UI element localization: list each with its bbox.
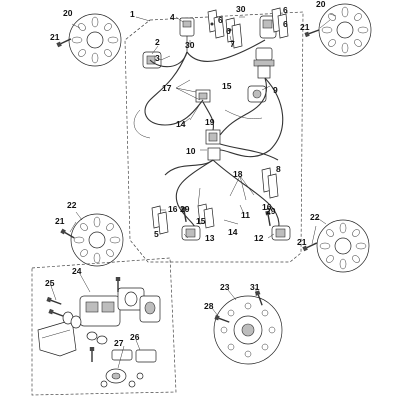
rear-brake-pads-mid — [197, 203, 215, 229]
caliper-exploded-assembly — [37, 287, 161, 388]
rear-caliper-bolts — [180, 205, 273, 227]
callout-7: 7 — [230, 39, 235, 49]
master-cylinder-top — [179, 17, 195, 52]
brake-pads-top-3 — [271, 7, 289, 39]
callout-22-right: 22 — [310, 212, 320, 222]
caliper-rear-left — [181, 225, 201, 241]
brake-pads-top-1 — [207, 9, 225, 39]
callout-24: 24 — [72, 266, 82, 276]
brake-pads-right-8 — [261, 167, 279, 199]
callout-22-left: 22 — [67, 200, 77, 210]
callout-10: 10 — [186, 146, 196, 156]
proportioning-valve — [247, 85, 267, 103]
callout-28: 28 — [204, 301, 214, 311]
callout-2: 2 — [155, 37, 160, 47]
callout-20-right: 20 — [316, 0, 326, 9]
callout-15-bottom: 15 — [196, 216, 206, 226]
hose-junction-lower — [205, 129, 221, 161]
callout-21-top-left: 21 — [50, 32, 60, 42]
callout-6-d: 6 — [283, 19, 288, 29]
callout-14-bottom: 14 — [228, 227, 238, 237]
callout-21-top-right: 21 — [300, 22, 310, 32]
caliper-front-left — [142, 51, 171, 69]
callout-16-right: 16 — [262, 202, 272, 212]
callout-29-left: 29 — [180, 204, 190, 214]
callout-12: 12 — [254, 233, 264, 243]
callout-25: 25 — [45, 278, 55, 288]
caliper-inset-outline — [31, 257, 177, 396]
assembly-outline — [124, 11, 304, 263]
callout-30-right: 30 — [236, 4, 246, 14]
callout-6-c: 6 — [283, 5, 288, 15]
callout-20-left: 20 — [63, 8, 73, 18]
callout-27: 27 — [114, 338, 124, 348]
callout-6-b: 6 — [226, 26, 231, 36]
caliper-front-right — [259, 15, 284, 39]
callout-30-left: 30 — [185, 40, 195, 50]
leader-lines — [49, 13, 337, 369]
callout-8: 8 — [276, 164, 281, 174]
brake-disc-front-right — [318, 3, 372, 57]
callout-14-top: 14 — [176, 119, 186, 129]
callout-9: 9 — [273, 85, 278, 95]
hose-junction-upper — [195, 89, 211, 103]
callout-21-bottom-left: 21 — [55, 216, 65, 226]
callout-18: 18 — [233, 169, 243, 179]
callout-5: 5 — [154, 229, 159, 239]
callout-31: 31 — [250, 282, 260, 292]
callout-19: 19 — [205, 117, 215, 127]
callout-4: 4 — [170, 12, 175, 22]
callout-1: 1 — [130, 9, 135, 19]
callout-29-right: 29 — [266, 206, 276, 216]
callout-23: 23 — [220, 282, 230, 292]
callout-21-bottom-right: 21 — [297, 237, 307, 247]
rear-brake-pads-left — [151, 205, 169, 235]
brake-disc-rear-right — [316, 219, 370, 273]
caliper-rear-right — [271, 225, 291, 241]
callout-3: 3 — [155, 53, 160, 63]
brake-disc-front-left — [68, 13, 122, 67]
rear-hub-disc — [213, 295, 283, 365]
brake-fluid-reservoir — [253, 47, 275, 79]
callout-16-left: 16 — [168, 204, 178, 214]
callout-6-a: 6 — [218, 15, 223, 25]
callout-17: 17 — [162, 83, 172, 93]
callout-15-top: 15 — [222, 81, 232, 91]
callout-11: 11 — [241, 210, 250, 220]
callout-13: 13 — [205, 233, 215, 243]
brake-disc-rear-left — [70, 213, 124, 267]
brake-pads-top-2 — [225, 17, 243, 49]
callout-labels: 1 2 3 4 30 6 6 7 30 6 6 15 9 17 19 14 10… — [45, 0, 326, 348]
callout-26: 26 — [130, 332, 140, 342]
